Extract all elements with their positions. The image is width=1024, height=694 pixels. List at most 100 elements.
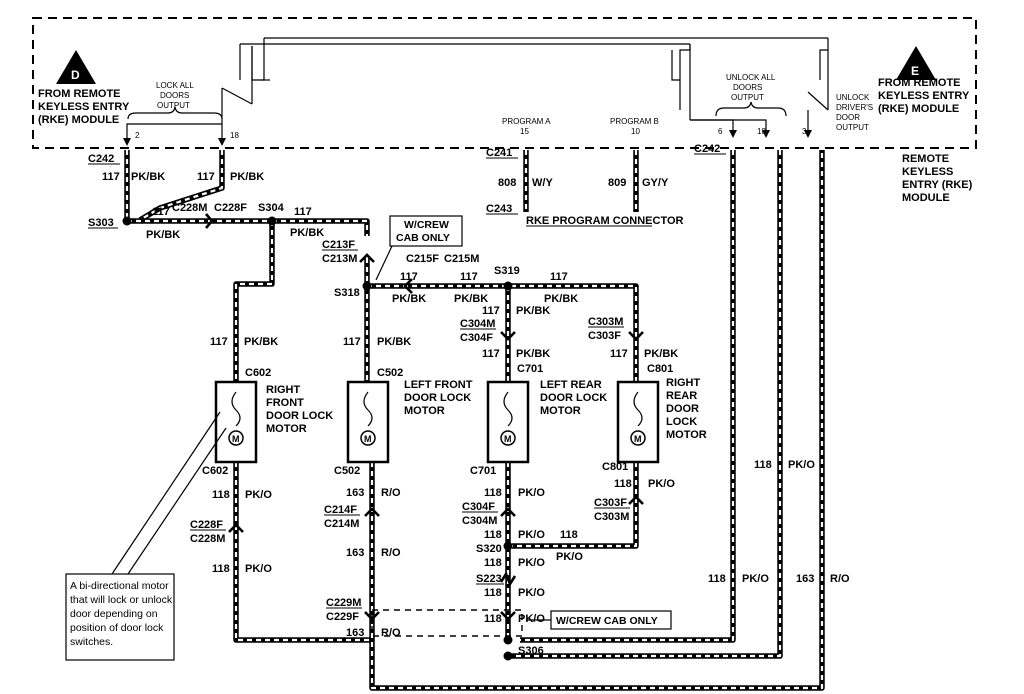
pin-3: 3 [802, 127, 807, 136]
circuit-pkbk: PK/BK [544, 293, 578, 305]
c215m: C215M [444, 253, 479, 265]
circuit-pko: PK/O [518, 587, 545, 599]
c229m: C229M [326, 597, 361, 609]
lock-all-label-1: LOCK ALL [156, 81, 194, 90]
c303m-top: C303M [588, 316, 623, 328]
c213f: C213F [322, 239, 355, 251]
program-b-label: PROGRAM B [610, 117, 659, 126]
s304: S304 [258, 202, 285, 214]
lock-all-label-3: OUTPUT [157, 101, 190, 110]
marker-d-letter: D [71, 68, 80, 82]
wires [124, 150, 825, 691]
circuit-ro: R/O [830, 573, 850, 585]
circuit-pko: PK/O [788, 459, 815, 471]
circuit-gyy: GY/Y [642, 177, 669, 189]
rr-motor-symbol: M [634, 434, 642, 444]
lf-motor-3: MOTOR [404, 405, 445, 417]
c243: C243 [486, 203, 512, 215]
c303f-top: C303F [588, 330, 621, 342]
circuit-163: 163 [346, 627, 364, 639]
c242-right: C242 [694, 143, 720, 155]
crew-cab-bottom: W/CREW CAB ONLY [556, 615, 658, 627]
lock-all-label-2: DOORS [160, 91, 189, 100]
lf-motor-1: LEFT FRONT [404, 379, 473, 391]
circuit-pkbk: PK/BK [290, 227, 324, 239]
right-rear-motor: M [616, 380, 660, 464]
c701-bot: C701 [470, 465, 496, 477]
callout-line-2: that will lock or unlock [70, 594, 173, 606]
s303: S303 [88, 217, 114, 229]
circuit-pko: PK/O [742, 573, 769, 585]
marker-e: E [896, 46, 936, 80]
pin-6: 6 [718, 127, 723, 136]
left-module-title-2: KEYLESS ENTRY [38, 101, 130, 113]
module-box-label-2: KEYLESS [902, 166, 953, 178]
c304m-bot: C304M [462, 515, 497, 527]
c242-left: C242 [88, 153, 114, 165]
c304m-top: C304M [460, 318, 495, 330]
circuit-118: 118 [484, 613, 502, 625]
circuit-pko: PK/O [245, 489, 272, 501]
circuit-pkbk: PK/BK [146, 229, 180, 241]
c304f-bot: C304F [462, 501, 495, 513]
unlock-all-label-2: DOORS [733, 83, 762, 92]
circuit-pkbk: PK/BK [131, 171, 165, 183]
c801-bot: C801 [602, 461, 628, 473]
module-pins: 2 18 15 10 6 18 3 [123, 127, 812, 146]
pin-18-right: 18 [757, 127, 766, 136]
right-module-title-2: KEYLESS ENTRY [878, 90, 970, 102]
circuit-117: 117 [343, 336, 361, 348]
motor-labels: RIGHT FRONT DOOR LOCK MOTOR LEFT FRONT D… [266, 377, 707, 441]
unlock-driver-label-4: OUTPUT [836, 123, 869, 132]
marker-e-letter: E [911, 64, 919, 78]
pin-15: 15 [520, 127, 529, 136]
circuit-118: 118 [754, 459, 772, 471]
unlock-all-label-3: OUTPUT [731, 93, 764, 102]
c229f: C229F [326, 611, 359, 623]
callout-line-5: switches. [70, 636, 113, 648]
unlock-driver-label-1: UNLOCK [836, 93, 870, 102]
right-module-title-1: FROM REMOTE [878, 77, 961, 89]
circuit-118: 118 [212, 489, 230, 501]
circuit-pkbk: PK/BK [516, 305, 550, 317]
crew-cab-top-1: W/CREW [404, 219, 449, 231]
c502-bot: C502 [334, 465, 360, 477]
rf-motor-symbol: M [232, 434, 240, 444]
circuit-117: 117 [400, 271, 418, 283]
circuit-pko: PK/O [245, 563, 272, 575]
circuit-ro: R/O [381, 547, 401, 559]
rr-motor-2: REAR [666, 390, 697, 402]
callout-line-1: A bi-directional motor [70, 580, 169, 592]
c502-top: C502 [377, 367, 403, 379]
c215f: C215F [406, 253, 439, 265]
left-front-motor: M [346, 380, 390, 464]
unlock-driver-label-3: DOOR [836, 113, 860, 122]
program-a-label: PROGRAM A [502, 117, 551, 126]
circuit-163: 163 [346, 487, 364, 499]
circuit-117: 117 [482, 348, 500, 360]
circuit-pkbk: PK/BK [244, 336, 278, 348]
right-front-motor: M [214, 380, 258, 464]
marker-d: D [56, 50, 96, 84]
module-box-label-1: REMOTE [902, 153, 949, 165]
connector-symbols [205, 213, 644, 621]
circuit-pko: PK/O [518, 487, 545, 499]
c228m-bot: C228M [190, 533, 225, 545]
c228f-top: C228F [214, 202, 247, 214]
left-module-title-1: FROM REMOTE [38, 88, 121, 100]
s319: S319 [494, 265, 520, 277]
c801-top: C801 [647, 363, 673, 375]
unlock-all-label-1: UNLOCK ALL [726, 73, 776, 82]
circuit-808: 808 [498, 177, 516, 189]
circuit-117: 117 [210, 336, 228, 348]
circuit-pkbk: PK/BK [454, 293, 488, 305]
c228f-bot: C228F [190, 519, 223, 531]
circuit-pko: PK/O [518, 529, 545, 541]
c602-top: C602 [245, 367, 271, 379]
pin-18-left: 18 [230, 131, 239, 140]
c304f-top: C304F [460, 332, 493, 344]
c303f-bot: C303F [594, 497, 627, 509]
s306: S306 [518, 645, 544, 657]
lr-motor-1: LEFT REAR [540, 379, 602, 391]
